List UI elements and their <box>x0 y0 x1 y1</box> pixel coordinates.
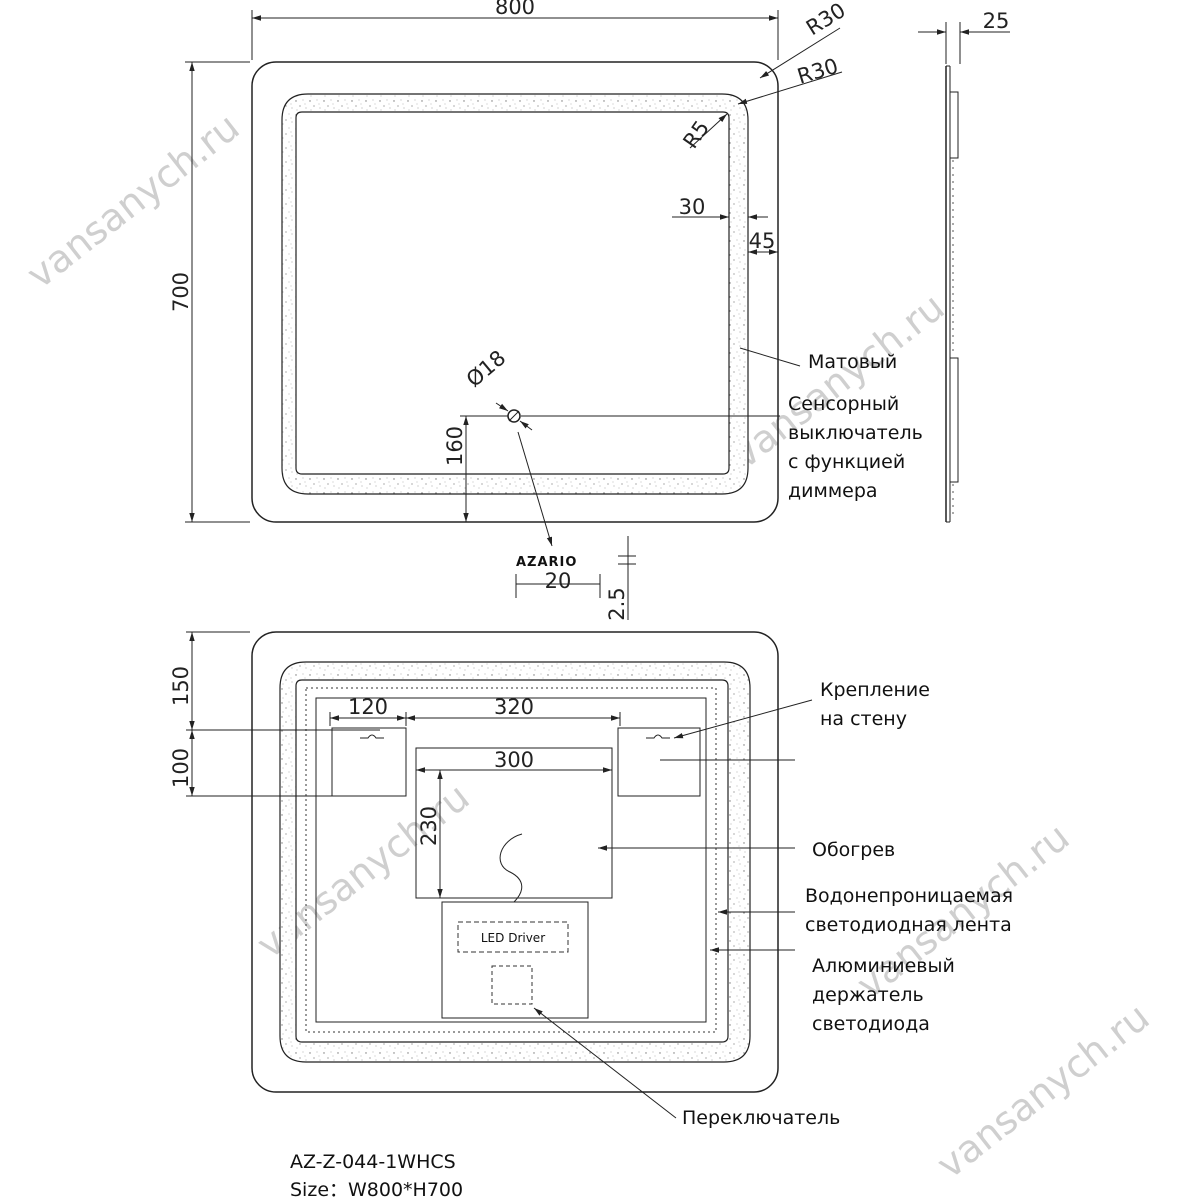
label-holder-1: Алюминиевый <box>812 955 955 977</box>
dimension-switch-offset: 160 <box>443 426 467 466</box>
dimension-width: 800 <box>495 0 535 19</box>
wall-mount-left <box>331 727 407 797</box>
label-matte: Матовый <box>808 351 897 373</box>
dimension-inner-radius: R30 <box>794 54 841 89</box>
watermark-text: vansanych.ru <box>928 995 1157 1187</box>
label-touch-switch-4: диммера <box>788 480 878 502</box>
dimension-height: 700 <box>169 272 193 312</box>
label-led-strip-2: светодиодная лента <box>805 914 1012 936</box>
switch-box <box>491 965 533 1005</box>
dimension-heater-width: 300 <box>494 748 534 772</box>
label-touch-switch-3: с функцией <box>788 451 905 473</box>
heater-pad <box>415 747 613 899</box>
label-heating: Обогрев <box>812 839 895 861</box>
label-touch-switch-1: Сенсорный <box>788 393 899 415</box>
dimension-switch-diameter: Ø18 <box>462 346 511 392</box>
dimension-frame-inner: 30 <box>679 195 706 219</box>
aluminum-holder <box>315 697 707 1023</box>
label-holder-3: светодиода <box>812 1013 930 1035</box>
led-driver-label: LED Driver <box>481 931 545 945</box>
dimension-logo-height: 2.5 <box>605 587 629 620</box>
dimension-frame-outer: 45 <box>749 229 776 253</box>
dimension-mount-offset: 120 <box>348 695 388 719</box>
dimension-heater-height: 230 <box>417 806 441 846</box>
model-number: AZ-Z-044-1WHCS <box>290 1151 456 1173</box>
mirror-outline <box>251 61 779 523</box>
back-matte-band <box>279 661 751 1063</box>
azario-logo: AZARIO <box>516 555 577 570</box>
dimension-depth: 25 <box>983 9 1010 33</box>
label-led-strip-1: Водонепроницаемая <box>805 885 1013 907</box>
dimension-outer-radius: R30 <box>802 0 850 40</box>
driver-box <box>441 901 589 1019</box>
back-view: 150 100 120 320 Крепление на стену 300 2… <box>169 631 1013 1129</box>
wall-mount-right <box>617 727 701 797</box>
front-view: 800 700 R30 R30 R5 30 45 Матовый Ø18 Се <box>169 0 923 621</box>
size-label: Size：W800*H700 <box>290 1179 463 1200</box>
label-touch-switch-2: выключатель <box>788 422 923 444</box>
watermark-text: vansanych.ru <box>723 285 952 477</box>
label-holder-2: держатель <box>812 984 924 1006</box>
footer: AZ-Z-044-1WHCS Size：W800*H700 <box>290 1151 463 1200</box>
dimension-corner-radius: R5 <box>678 116 714 153</box>
mirror-back-outline <box>251 631 779 1093</box>
label-switch: Переключатель <box>682 1107 840 1129</box>
watermark-group: vansanych.ru vansanych.ru vansanych.ru v… <box>18 105 1157 1187</box>
watermark-text: vansanych.ru <box>18 105 247 297</box>
matte-frame-band <box>281 93 749 495</box>
dimension-mount-spacing: 320 <box>494 695 534 719</box>
led-strip <box>305 687 717 1033</box>
dimension-logo-width: 20 <box>545 569 572 593</box>
dimension-top-offset: 150 <box>169 666 193 706</box>
dimension-mount-height: 100 <box>169 748 193 788</box>
label-wall-mount-1: Крепление <box>820 679 930 701</box>
side-view: 25 <box>918 9 1010 523</box>
label-wall-mount-2: на стену <box>820 708 907 730</box>
led-driver <box>457 921 569 953</box>
